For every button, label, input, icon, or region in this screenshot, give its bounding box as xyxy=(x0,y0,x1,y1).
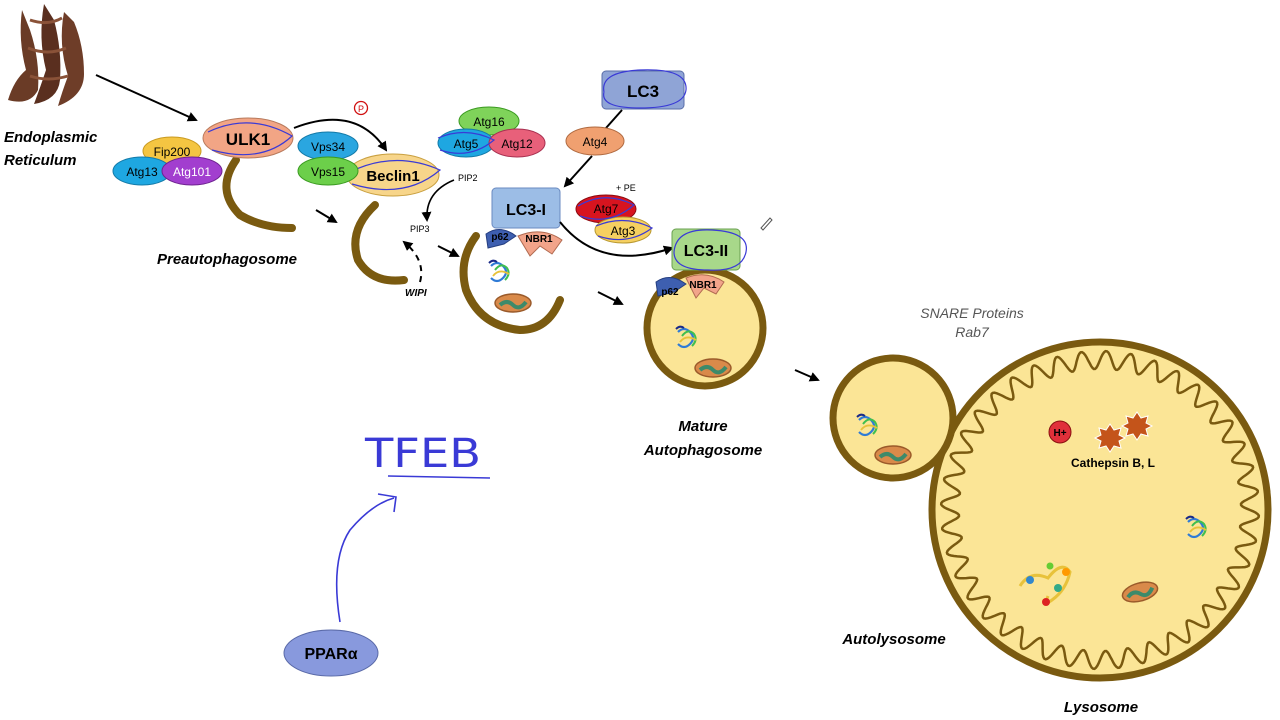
cargo-mitochondrion-icon xyxy=(493,292,533,314)
pe-label: + PE xyxy=(616,183,636,193)
snare-label-line2: Rab7 xyxy=(955,324,990,340)
atg101-node xyxy=(161,156,223,186)
p62-node-1 xyxy=(485,229,517,249)
arrow-to-mature xyxy=(597,291,624,305)
atg12-label: Atg12 xyxy=(501,137,533,151)
lc3-node xyxy=(601,70,685,110)
er-label-line1: Endoplasmic xyxy=(4,129,98,146)
phagophore-membrane xyxy=(351,201,408,285)
arrow-lc3i-to-lc3ii xyxy=(559,221,674,257)
lysosome-folded-membrane-path xyxy=(939,349,1261,671)
mature-label-line2: Autophagosome xyxy=(643,442,762,459)
vps34-label: Vps34 xyxy=(311,140,345,154)
beclin1-label: Beclin1 xyxy=(366,168,419,185)
lc3-group: LC3 Atg4 xyxy=(563,69,687,188)
ppara-node xyxy=(283,629,379,677)
arrow-to-phagophore xyxy=(315,209,338,224)
phospho-icon xyxy=(353,100,369,116)
vps15-node xyxy=(297,156,359,186)
nbr1-node-2 xyxy=(685,274,725,299)
atg3-label: Atg3 xyxy=(611,224,636,238)
lc3i-label: LC3-I xyxy=(506,202,546,219)
arrow-to-lc3-stage xyxy=(437,245,460,257)
atg13-label: Atg13 xyxy=(126,165,158,179)
ulk1-node xyxy=(202,117,294,159)
ulk1-label: ULK1 xyxy=(226,130,270,149)
wipi-label: WIPI xyxy=(405,288,427,299)
phagophore-membrane-cargo xyxy=(459,232,564,335)
atg7-label: Atg7 xyxy=(594,202,619,216)
atg101-label: Atg101 xyxy=(173,165,211,179)
lc3ii-label: LC3-II xyxy=(684,243,728,260)
lc3-label: LC3 xyxy=(627,82,659,101)
arrow-wipi xyxy=(402,240,423,283)
vps15-label: Vps15 xyxy=(311,165,345,179)
nbr1-node-1 xyxy=(517,231,563,257)
er-label-line2: Reticulum xyxy=(4,152,77,169)
handwritten-arrow-ppara-to-tfeb xyxy=(335,497,395,623)
cargo-protein-icon xyxy=(487,259,511,283)
fip200-label: Fip200 xyxy=(154,145,191,159)
arrow-er-to-ulk1 xyxy=(95,74,198,122)
nbr1-label-1: NBR1 xyxy=(525,234,553,245)
er-icon xyxy=(8,4,84,106)
snare-label-line1: SNARE Proteins xyxy=(920,305,1023,321)
atg16-label: Atg16 xyxy=(473,115,505,129)
cathepsin-icon xyxy=(1093,411,1154,453)
phospho-label: P xyxy=(358,104,364,114)
nbr1-label-2: NBR1 xyxy=(689,280,717,291)
lc3i-node xyxy=(491,187,561,229)
atg16-complex: Atg16 Atg5 Atg12 xyxy=(437,106,546,158)
pip3-label: PIP3 xyxy=(410,224,430,234)
tfeb-underline xyxy=(387,475,491,479)
arrow-ulk1-to-beclin1 xyxy=(293,118,388,152)
preautophagosome-membrane xyxy=(222,156,296,232)
pencil-icon xyxy=(760,217,773,231)
handwritten-arrowhead xyxy=(377,493,397,513)
arrow-to-autolysosome xyxy=(794,369,820,382)
preautophagosome-label: Preautophagosome xyxy=(157,251,297,268)
p62-label-1: p62 xyxy=(491,232,509,243)
autolysosome-mitochondrion-icon xyxy=(873,444,913,466)
beclin1-complex: Vps34 Vps15 Beclin1 xyxy=(297,131,442,197)
p62-label-2: p62 xyxy=(661,287,679,298)
proton-icon xyxy=(1048,420,1072,444)
line-lc3-to-atg4 xyxy=(605,109,623,129)
pip2-label: PIP2 xyxy=(458,173,478,183)
atg7-atg3-group: + PE Atg7 Atg3 xyxy=(575,183,654,244)
mature-cargo-mitochondrion-icon xyxy=(693,357,733,379)
ppara-label: PPARα xyxy=(304,646,357,663)
lysosome-label: Lysosome xyxy=(1064,699,1138,716)
arrow-pip2-to-pip3 xyxy=(421,179,455,222)
degraded-peptide-icon xyxy=(1018,562,1072,606)
autolysosome-vesicle xyxy=(829,354,957,482)
ulk1-complex: Fip200 Atg13 Atg101 ULK1 xyxy=(112,117,294,186)
tfeb-handwritten-label: TFEB xyxy=(364,431,481,477)
lysosome xyxy=(928,338,1272,682)
atg5-label: Atg5 xyxy=(454,137,479,151)
arrow-atg4-to-lc3i xyxy=(563,155,593,188)
cathepsin-label: Cathepsin B, L xyxy=(1071,456,1155,470)
p62-node-2 xyxy=(655,277,687,297)
atg4-node xyxy=(565,126,625,156)
atg12-node xyxy=(488,128,546,158)
mature-label-line1: Mature xyxy=(678,418,727,435)
hplus-label: H+ xyxy=(1053,428,1066,439)
atg4-label: Atg4 xyxy=(583,135,608,149)
autolysosome-label: Autolysosome xyxy=(841,631,945,648)
